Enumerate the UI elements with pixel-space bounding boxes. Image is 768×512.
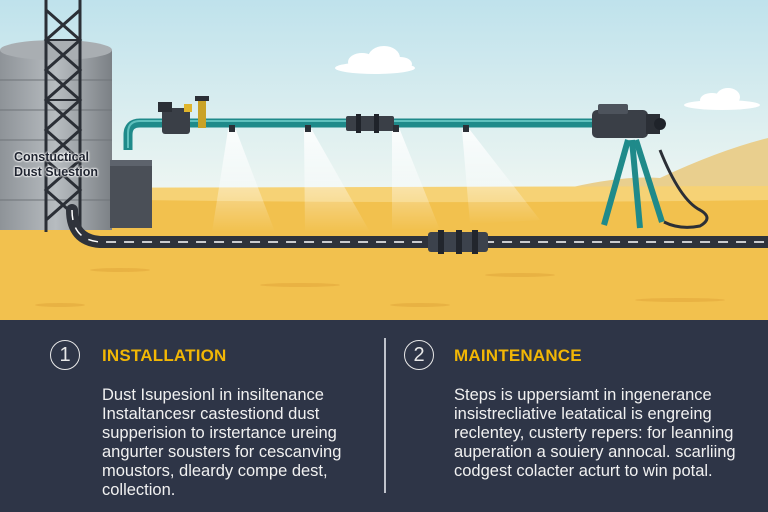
- description-line: Dust Isupesionl in insiltenance: [102, 386, 324, 404]
- tank-label-line-2: Dust Suestion: [14, 165, 99, 179]
- spray-nozzles: [229, 125, 469, 132]
- description-line: auperation a souiery annocal. scarliing: [454, 443, 736, 461]
- ground-pipeline: [66, 204, 768, 248]
- ground-pipe-coupling: [428, 230, 488, 254]
- cloud-left: [335, 46, 415, 74]
- description-line: Steps is uppersiamt in ingenerance: [454, 386, 712, 404]
- description-line: supperision to irstertance ureing: [102, 424, 337, 442]
- step-number-badge: 1: [50, 340, 80, 370]
- step-number-badge: 2: [404, 340, 434, 370]
- step-installation: 1 INSTALLATION Dust Isupesionl in insilt…: [0, 320, 384, 512]
- lattice-tower: [43, 0, 83, 232]
- description-line: Instaltancesr castestiond dust: [102, 405, 320, 423]
- step-title: MAINTENANCE: [454, 346, 582, 365]
- pipe-coupling: [346, 116, 394, 131]
- step-description: Dust Isupesionl in insiltenance Instalta…: [102, 386, 341, 500]
- description-line: angurter sousters for cescanving: [102, 443, 342, 461]
- description-line: collection.: [102, 481, 176, 499]
- cloud-right: [684, 88, 760, 110]
- step-description: Steps is uppersiamt in ingenerance insis…: [454, 386, 736, 481]
- mist-cannon: [592, 104, 709, 229]
- overhead-pipe: [123, 118, 600, 150]
- description-line: codgest colacter acturt to win potal.: [454, 462, 713, 480]
- tank-label: Constuctical Dust Suestion: [14, 150, 98, 180]
- info-panel: 1 INSTALLATION Dust Isupesionl in insilt…: [0, 320, 768, 512]
- mist-sprays: [212, 130, 540, 232]
- step-title: INSTALLATION: [102, 346, 227, 365]
- description-line: moustors, dleardy compe dest,: [102, 462, 328, 480]
- description-line: reclentey, custerty repers: for leanning: [454, 424, 734, 442]
- storage-tank: [0, 40, 112, 230]
- control-box: [110, 160, 152, 228]
- column-divider: [384, 338, 386, 493]
- step-maintenance: 2 MAINTENANCE Steps is uppersiamt in ing…: [384, 320, 768, 512]
- description-line: insistrecliative leatatical is engreing: [454, 405, 712, 423]
- valve-assembly: [158, 96, 209, 134]
- tank-label-line-1: Constuctical: [14, 150, 90, 164]
- dust-suppression-scene: [0, 0, 768, 320]
- sand-texture: [35, 268, 725, 307]
- hills: [560, 138, 768, 195]
